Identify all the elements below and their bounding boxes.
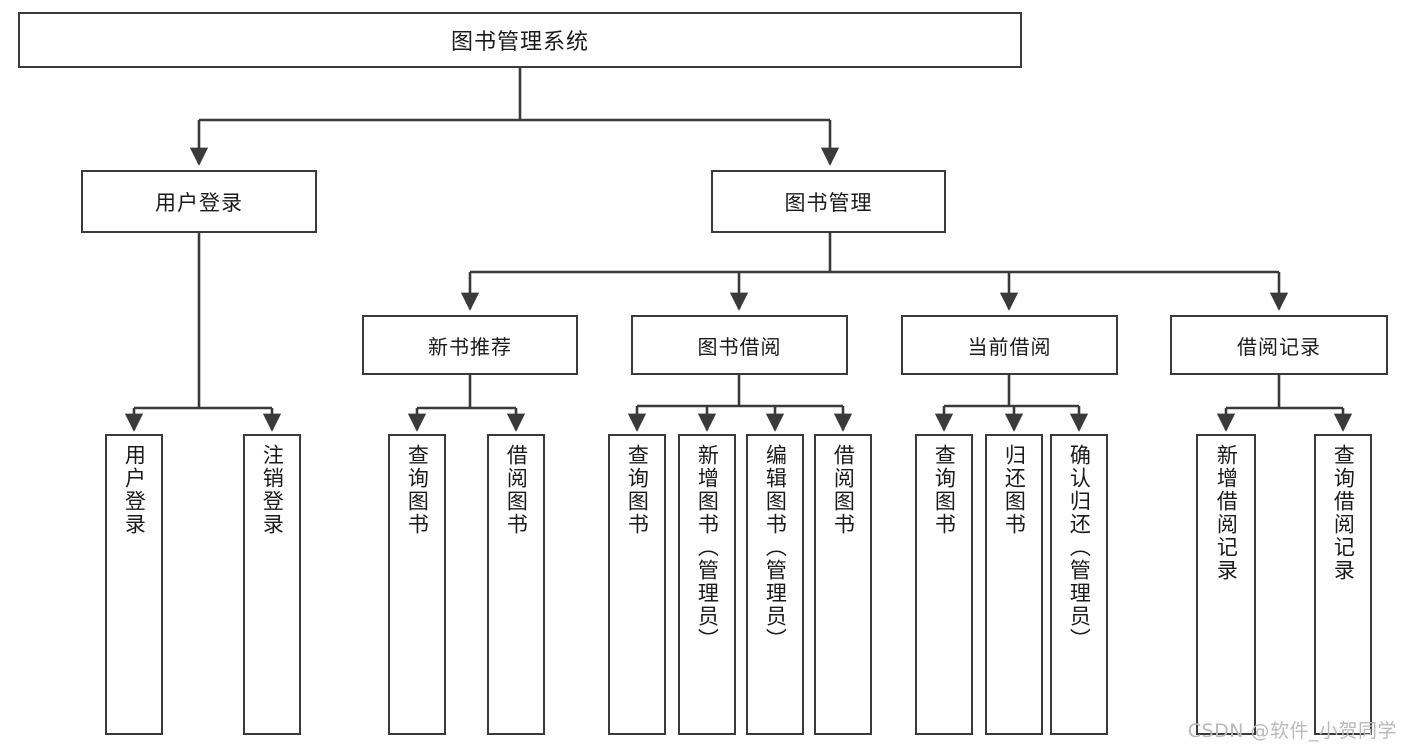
leaf-add-book-admin-label: 新增图书（管理员） <box>695 444 720 651</box>
node-book-borrow[interactable]: 图书借阅 <box>631 315 848 375</box>
leaf-query-book-recommend-label: 查询图书 <box>405 444 430 536</box>
leaf-edit-book-admin[interactable]: 编辑图书（管理员） <box>746 434 804 735</box>
leaf-query-book-borrow[interactable]: 查询图书 <box>608 434 666 735</box>
watermark: CSDN @软件_小贺同学 <box>1187 720 1397 742</box>
leaf-add-book-admin[interactable]: 新增图书（管理员） <box>678 434 736 735</box>
node-book-borrow-label: 图书借阅 <box>697 334 782 359</box>
leaf-edit-book-admin-label: 编辑图书（管理员） <box>763 444 788 651</box>
leaf-query-book-current[interactable]: 查询图书 <box>915 434 973 735</box>
node-user-login-label: 用户登录 <box>155 190 243 215</box>
leaf-query-borrow-record-label: 查询借阅记录 <box>1331 444 1356 582</box>
leaf-confirm-return-admin[interactable]: 确认归还（管理员） <box>1050 434 1108 735</box>
leaf-borrow-book-recommend[interactable]: 借阅图书 <box>487 434 545 735</box>
node-root[interactable]: 图书管理系统 <box>18 12 1022 68</box>
node-current-borrow-label: 当前借阅 <box>967 334 1052 359</box>
node-root-label: 图书管理系统 <box>450 30 589 55</box>
node-new-book-recommend[interactable]: 新书推荐 <box>362 315 578 375</box>
leaf-query-book-borrow-label: 查询图书 <box>625 444 650 536</box>
leaf-return-book[interactable]: 归还图书 <box>985 434 1043 735</box>
node-user-login[interactable]: 用户登录 <box>81 170 317 233</box>
leaf-query-borrow-record[interactable]: 查询借阅记录 <box>1314 434 1372 735</box>
node-new-book-recommend-label: 新书推荐 <box>428 334 512 359</box>
leaf-borrow-book[interactable]: 借阅图书 <box>814 434 872 735</box>
leaf-borrow-book-label: 借阅图书 <box>831 444 856 536</box>
leaf-add-borrow-record[interactable]: 新增借阅记录 <box>1196 434 1256 735</box>
node-current-borrow[interactable]: 当前借阅 <box>901 315 1118 375</box>
leaf-user-login[interactable]: 用户登录 <box>105 434 163 735</box>
leaf-return-book-label: 归还图书 <box>1002 444 1027 536</box>
leaf-logout[interactable]: 注销登录 <box>243 434 301 735</box>
node-book-management[interactable]: 图书管理 <box>711 170 946 233</box>
node-borrow-records-label: 借阅记录 <box>1237 334 1321 359</box>
node-book-management-label: 图书管理 <box>784 190 873 215</box>
leaf-user-login-label: 用户登录 <box>122 444 147 536</box>
leaf-logout-label: 注销登录 <box>260 444 285 536</box>
leaf-confirm-return-admin-label: 确认归还（管理员） <box>1067 444 1092 651</box>
leaf-borrow-book-recommend-label: 借阅图书 <box>504 444 529 536</box>
leaf-query-book-current-label: 查询图书 <box>932 444 957 536</box>
node-borrow-records[interactable]: 借阅记录 <box>1170 315 1388 375</box>
leaf-query-book-recommend[interactable]: 查询图书 <box>388 434 446 735</box>
leaf-add-borrow-record-label: 新增借阅记录 <box>1214 444 1239 582</box>
